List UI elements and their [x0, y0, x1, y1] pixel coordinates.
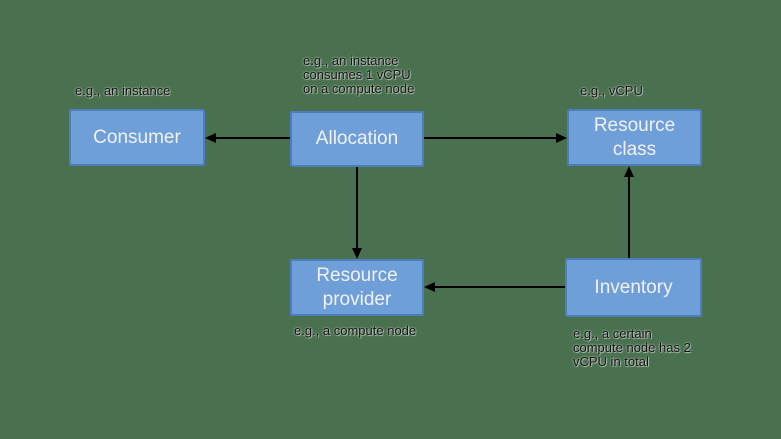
node-inventory-label: Inventory [594, 276, 673, 298]
arrow-allocation-to-consumer-line [216, 137, 290, 139]
arrowhead-down-icon [352, 248, 362, 259]
arrowhead-left-icon [424, 282, 435, 292]
node-resource-provider: Resource provider [290, 259, 424, 316]
arrowhead-right-icon [556, 133, 567, 143]
node-allocation-label: Allocation [315, 128, 399, 150]
annotation-inventory: e.g., a certain compute node has 2 vCPU … [573, 326, 691, 369]
node-consumer-label: Consumer [93, 126, 181, 148]
node-resource-class: Resource class [567, 109, 702, 166]
annotation-resource-provider: e.g., a compute node [294, 323, 417, 338]
node-allocation: Allocation [290, 111, 424, 167]
arrowhead-up-icon [624, 166, 634, 177]
node-resource-provider-label: Resource provider [316, 265, 398, 310]
arrow-allocation-to-resource-class-line [424, 137, 556, 139]
arrow-inventory-to-resource-class-line [628, 177, 630, 258]
node-consumer: Consumer [69, 109, 205, 166]
arrow-allocation-to-resource-provider-line [356, 167, 358, 248]
node-resource-class-label: Resource class [593, 115, 676, 160]
arrowhead-left-icon [205, 133, 216, 143]
annotation-resource-class: e.g., vCPU [580, 83, 643, 98]
annotation-allocation: e.g., an instance consumes 1 vCPU on a c… [303, 53, 415, 96]
arrow-inventory-to-resource-provider-line [435, 286, 565, 288]
node-inventory: Inventory [565, 258, 702, 317]
annotation-consumer: e.g., an instance [75, 83, 171, 98]
